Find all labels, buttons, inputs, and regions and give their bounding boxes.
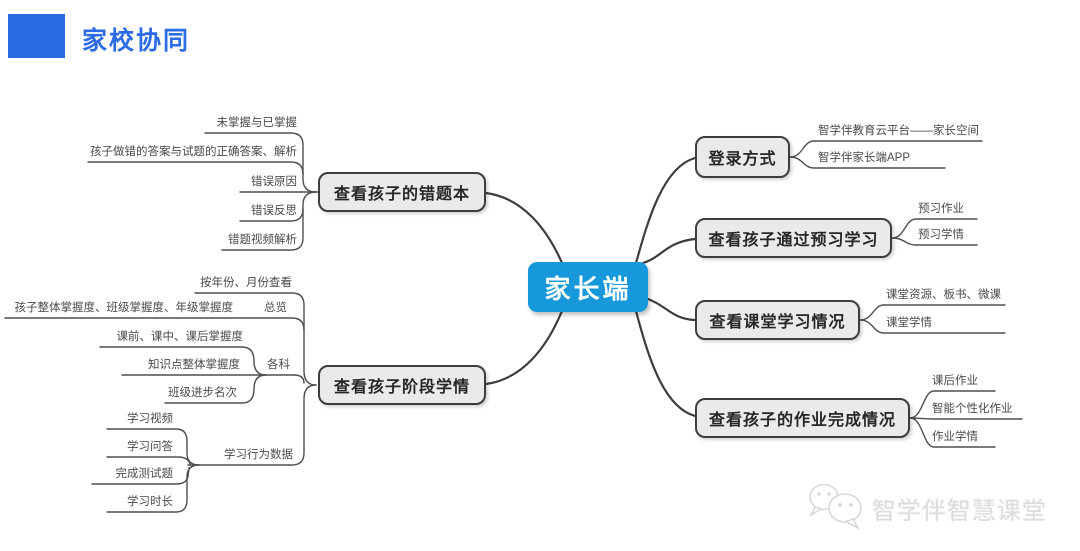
leaf-node: 智能个性化作业 — [932, 403, 1013, 415]
leaf-node: 孩子整体掌握度、班级掌握度、年级掌握度 — [14, 302, 234, 314]
leaf-node: 作业学情 — [932, 431, 978, 443]
leaf-node: 预习学情 — [918, 229, 964, 241]
mistake-book-leaf-lines — [87, 132, 319, 251]
center-node-parent-end: 家长端 — [528, 262, 648, 312]
page-title: 家校协同 — [82, 27, 191, 55]
leaf-node: 错误反思 — [251, 205, 297, 217]
leaf-node: 课堂资源、板书、微课 — [886, 289, 1001, 301]
branch-node-preview-learning: 查看孩子通过预习学习 — [695, 218, 892, 258]
leaf-node: 班级进步名次 — [168, 387, 237, 399]
leaf-node: 孩子做错的答案与试题的正确答案、解析 — [90, 146, 297, 158]
leaf-node: 错误原因 — [251, 176, 297, 188]
branch-node-login-method: 登录方式 — [695, 136, 790, 178]
branch-node-homework-completion: 查看孩子的作业完成情况 — [695, 398, 910, 438]
center-branch-connectors — [484, 156, 697, 418]
leaf-node: 学习时长 — [127, 496, 173, 508]
leaf-node: 学习问答 — [127, 441, 173, 453]
group-label-learning-behavior: 学习行为数据 — [224, 449, 293, 461]
group-label-subjects: 各科 — [267, 359, 290, 371]
leaf-node: 课后作业 — [932, 375, 978, 387]
branch-node-stage-learning: 查看孩子阶段学情 — [318, 365, 486, 405]
leaf-node: 按年份、月份查看 — [200, 277, 292, 289]
branch-node-classroom-learning: 查看课堂学习情况 — [695, 300, 860, 340]
leaf-node: 未掌握与已掌握 — [216, 117, 298, 129]
group-label-overview: 总览 — [264, 302, 287, 314]
watermark-text: 智学伴智慧课堂 — [872, 498, 1047, 525]
leaf-node: 智学伴教育云平台——家长空间 — [818, 125, 979, 137]
leaf-node: 课堂学情 — [886, 317, 932, 329]
leaf-node: 课前、课中、课后掌握度 — [116, 331, 244, 343]
header-accent-square — [8, 14, 65, 58]
leaf-node: 知识点整体掌握度 — [148, 359, 240, 371]
right-branch-leaf-lines — [789, 140, 1023, 448]
branch-node-mistake-book: 查看孩子的错题本 — [318, 172, 486, 212]
stage-learning-leaf-lines — [4, 292, 317, 513]
leaf-node: 智学伴家长端APP — [818, 152, 911, 164]
leaf-node: 预习作业 — [918, 203, 964, 215]
leaf-node: 学习视频 — [127, 413, 173, 425]
leaf-node: 完成测试题 — [115, 468, 174, 480]
leaf-node: 错题视频解析 — [228, 234, 297, 246]
wechat-icon — [809, 483, 862, 531]
